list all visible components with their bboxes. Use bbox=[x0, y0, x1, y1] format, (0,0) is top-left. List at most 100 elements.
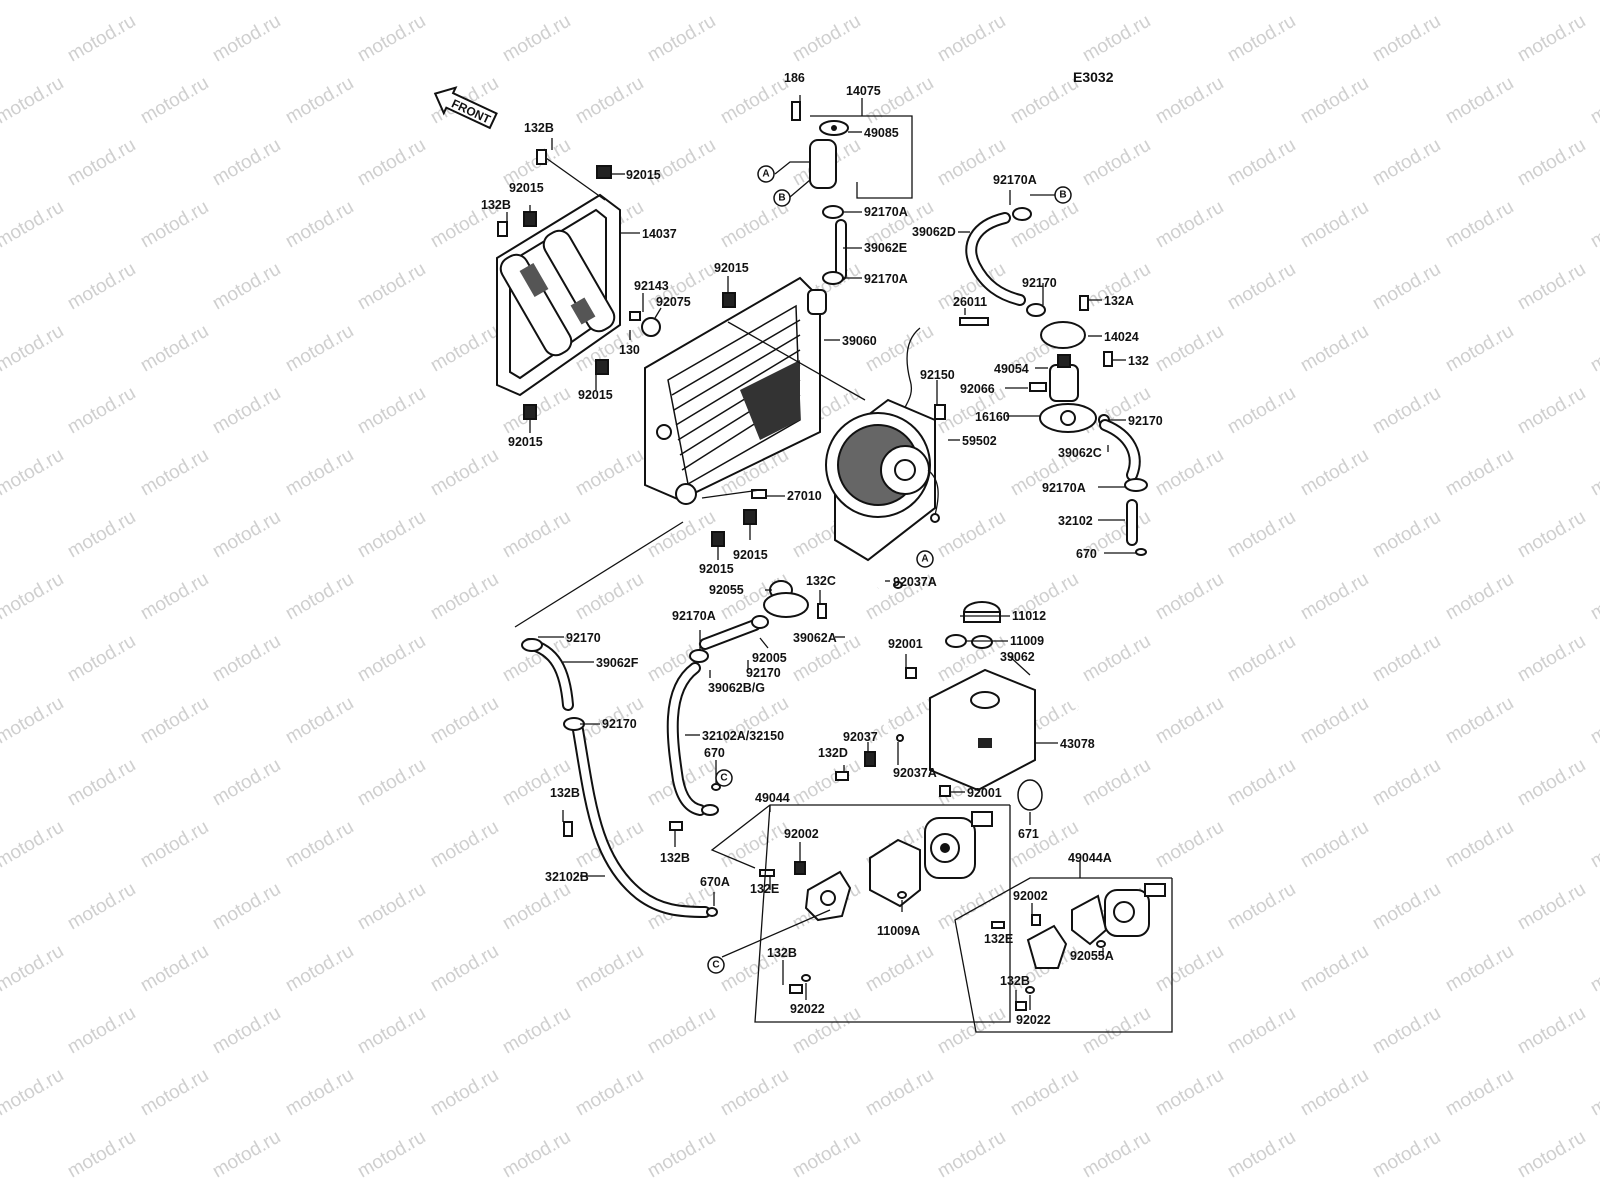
watermark-text: motod.ru bbox=[1297, 817, 1372, 873]
watermark-text: motod.ru bbox=[282, 1065, 357, 1121]
watermark-text: motod.ru bbox=[1369, 631, 1444, 687]
watermark-text: motod.ru bbox=[354, 1127, 429, 1183]
part-label-92001: 92001 bbox=[967, 786, 1002, 800]
water-pump-49044 bbox=[804, 811, 993, 922]
ref-marker-c-1: C bbox=[715, 769, 733, 787]
watermark-text: motod.ru bbox=[209, 11, 284, 67]
watermark-text: motod.ru bbox=[572, 1065, 647, 1121]
watermark-text: motod.ru bbox=[1152, 197, 1227, 253]
part-label-49085: 49085 bbox=[864, 126, 899, 140]
watermark-text: motod.ru bbox=[0, 569, 67, 625]
watermark-text: motod.ru bbox=[354, 879, 429, 935]
watermark-text: motod.ru bbox=[1514, 259, 1589, 315]
watermark-text: motod.ru bbox=[354, 135, 429, 191]
part-label-39062E: 39062E bbox=[864, 241, 907, 255]
hardware bbox=[497, 149, 1148, 1011]
part-label-32102: 32102 bbox=[1058, 514, 1093, 528]
watermark-text: motod.ru bbox=[1007, 197, 1082, 253]
ref-marker-b-2: B bbox=[1054, 186, 1072, 204]
part-label-92170: 92170 bbox=[1128, 414, 1163, 428]
watermark-text: motod.ru bbox=[1369, 11, 1444, 67]
watermark-text: motod.ru bbox=[0, 0, 67, 4]
watermark-text: motod.ru bbox=[934, 11, 1009, 67]
watermark-text: motod.ru bbox=[1587, 1065, 1600, 1121]
watermark-text: motod.ru bbox=[137, 321, 212, 377]
ref-marker-a-2: A bbox=[916, 550, 934, 568]
svg-text:A: A bbox=[921, 554, 928, 565]
ref-marker-c-2: C bbox=[707, 956, 725, 974]
watermark-text: motod.ru bbox=[789, 1127, 864, 1183]
part-label-92055: 92055 bbox=[709, 583, 744, 597]
part-label-132B: 132B bbox=[767, 946, 797, 960]
watermark-text: motod.ru bbox=[354, 755, 429, 811]
watermark-text: motod.ru bbox=[1152, 445, 1227, 501]
watermark-text: motod.ru bbox=[1079, 11, 1154, 67]
watermark-text: motod.ru bbox=[1369, 259, 1444, 315]
part-label-92170A: 92170A bbox=[864, 272, 908, 286]
watermark-text: motod.ru bbox=[1224, 383, 1299, 439]
watermark-text: motod.ru bbox=[137, 941, 212, 997]
watermark-text: motod.ru bbox=[1587, 73, 1600, 129]
watermark-text: motod.ru bbox=[1224, 755, 1299, 811]
part-label-39062F: 39062F bbox=[596, 656, 639, 670]
watermark-text: motod.ru bbox=[1224, 135, 1299, 191]
watermark-text: motod.ru bbox=[209, 135, 284, 191]
svg-text:A: A bbox=[762, 169, 769, 180]
watermark-text: motod.ru bbox=[427, 445, 502, 501]
watermark-text: motod.ru bbox=[1442, 321, 1517, 377]
watermark-text: motod.ru bbox=[789, 755, 864, 811]
hoses bbox=[523, 212, 1141, 918]
part-label-14024: 14024 bbox=[1104, 330, 1139, 344]
part-label-670: 670 bbox=[704, 746, 725, 760]
watermark-text: motod.ru bbox=[644, 507, 719, 563]
watermark-text: motod.ru bbox=[1152, 569, 1227, 625]
watermark-text: motod.ru bbox=[0, 445, 67, 501]
watermark-text: motod.ru bbox=[1152, 693, 1227, 749]
part-label-132: 132 bbox=[1128, 354, 1149, 368]
watermark-text: motod.ru bbox=[427, 0, 502, 4]
part-label-132B: 132B bbox=[481, 198, 511, 212]
watermark-text: motod.ru bbox=[0, 693, 67, 749]
watermark-text: motod.ru bbox=[572, 941, 647, 997]
watermark-text: motod.ru bbox=[1442, 569, 1517, 625]
part-label-670: 670 bbox=[1076, 547, 1097, 561]
part-label-92002: 92002 bbox=[784, 827, 819, 841]
part-label-92037A: 92037A bbox=[893, 766, 937, 780]
watermark-text: motod.ru bbox=[1442, 693, 1517, 749]
watermark-text: motod.ru bbox=[1079, 1003, 1154, 1059]
watermark-text: motod.ru bbox=[209, 259, 284, 315]
watermark-text: motod.ru bbox=[427, 569, 502, 625]
watermark-text: motod.ru bbox=[64, 383, 139, 439]
watermark-text: motod.ru bbox=[137, 73, 212, 129]
watermark-text: motod.ru bbox=[572, 445, 647, 501]
watermark-text: motod.ru bbox=[1297, 941, 1372, 997]
watermark-text: motod.ru bbox=[1369, 383, 1444, 439]
part-label-92170A: 92170A bbox=[993, 173, 1037, 187]
watermark-text: motod.ru bbox=[1007, 73, 1082, 129]
watermark-text: motod.ru bbox=[354, 259, 429, 315]
watermark-text: motod.ru bbox=[862, 1065, 937, 1121]
watermark-text: motod.ru bbox=[209, 631, 284, 687]
watermark-text: motod.ru bbox=[1369, 1127, 1444, 1183]
watermark-text: motod.ru bbox=[64, 755, 139, 811]
watermark-text: motod.ru bbox=[1514, 507, 1589, 563]
part-label-92015: 92015 bbox=[508, 435, 543, 449]
part-label-39060: 39060 bbox=[842, 334, 877, 348]
watermark-text: motod.ru bbox=[1224, 11, 1299, 67]
watermark-text: motod.ru bbox=[282, 321, 357, 377]
watermark-text: motod.ru bbox=[1442, 1065, 1517, 1121]
part-label-92170A: 92170A bbox=[672, 609, 716, 623]
watermark-text: motod.ru bbox=[209, 755, 284, 811]
part-label-92015: 92015 bbox=[509, 181, 544, 195]
part-label-92170A: 92170A bbox=[1042, 481, 1086, 495]
part-label-132E: 132E bbox=[750, 882, 779, 896]
watermark-text: motod.ru bbox=[1369, 135, 1444, 191]
diagram-code: E3032 bbox=[1073, 69, 1114, 85]
watermark-text: motod.ru bbox=[0, 817, 67, 873]
part-label-132B: 132B bbox=[550, 786, 580, 800]
watermark-text: motod.ru bbox=[717, 73, 792, 129]
part-label-14037: 14037 bbox=[642, 227, 677, 241]
watermark-text: motod.ru bbox=[1079, 631, 1154, 687]
watermark-text: motod.ru bbox=[1007, 0, 1082, 4]
watermark-text: motod.ru bbox=[1297, 445, 1372, 501]
